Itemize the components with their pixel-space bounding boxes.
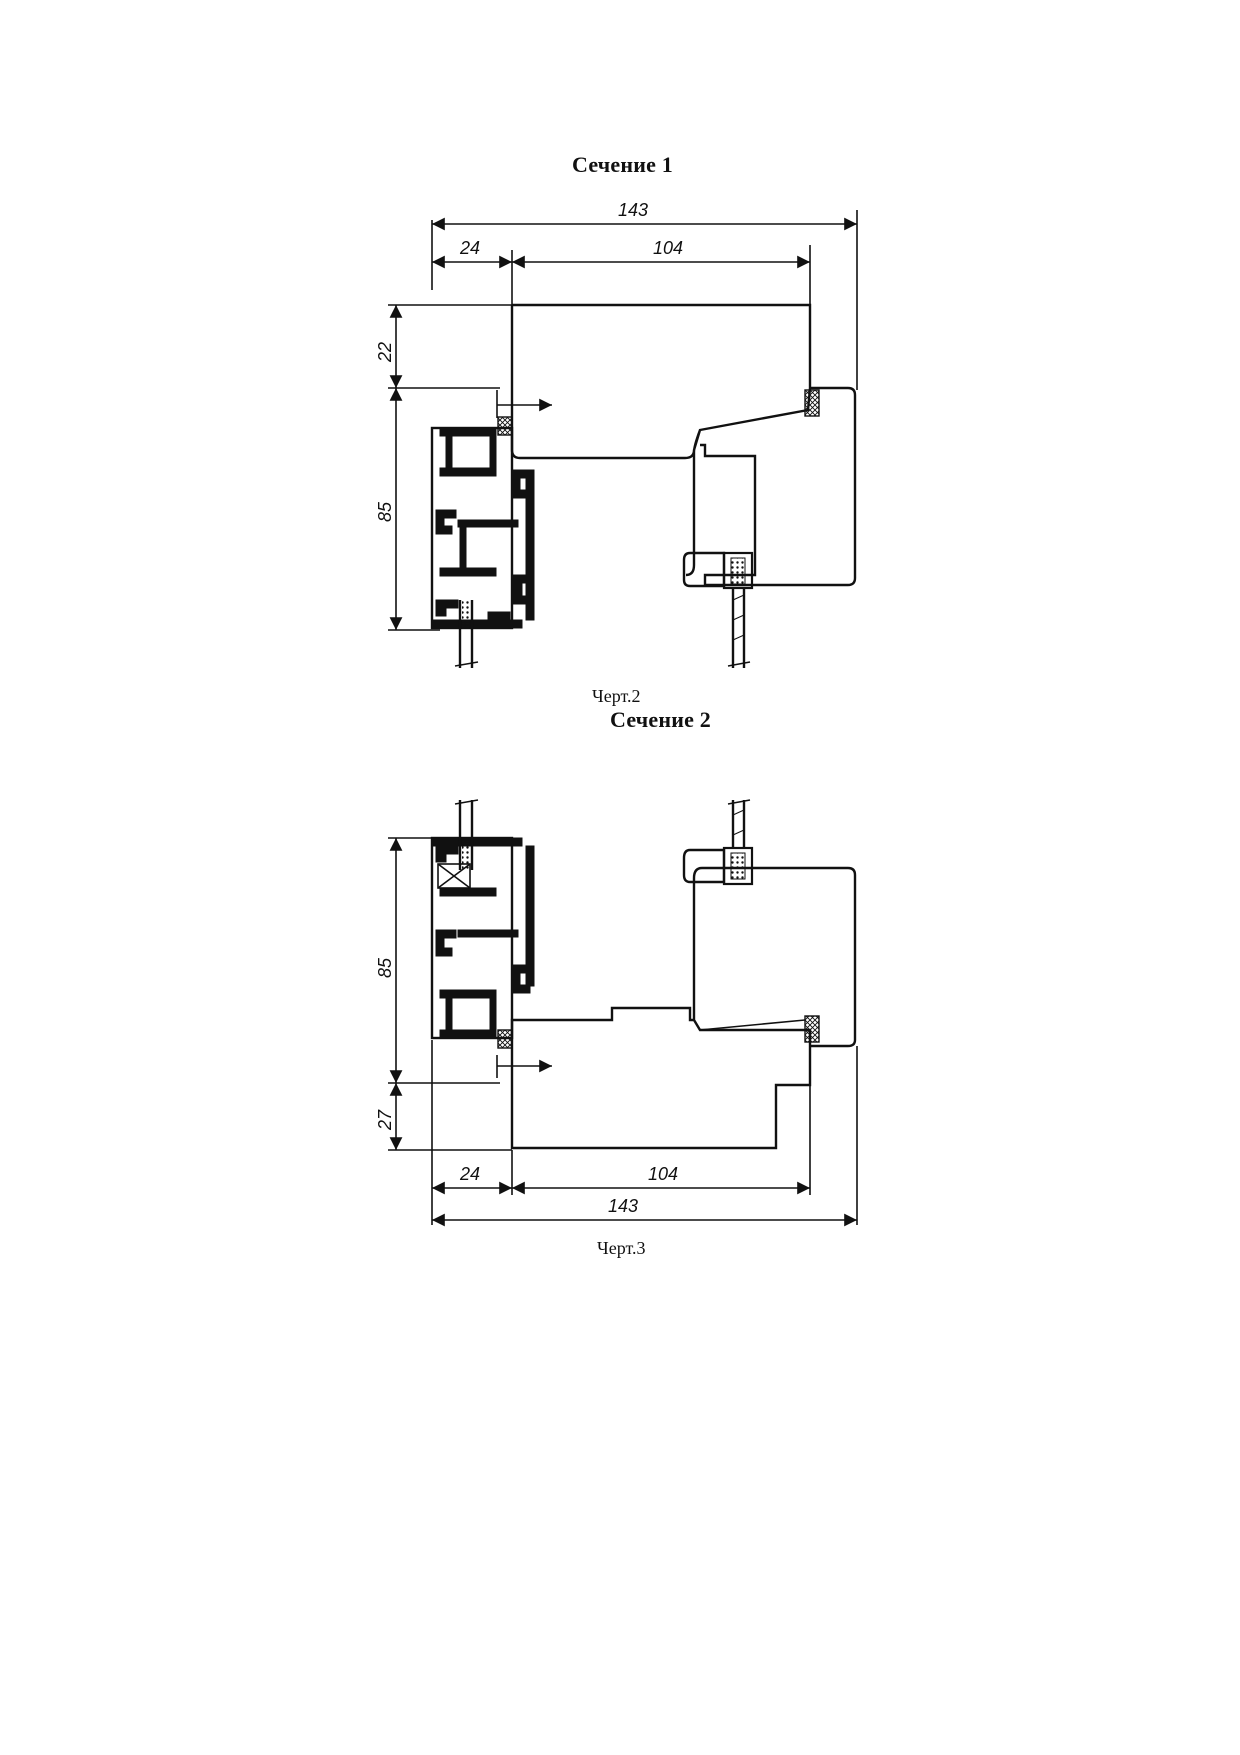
aluminium-profile-1 bbox=[430, 416, 535, 668]
dim-overall-width-2: 143 bbox=[431, 1196, 857, 1227]
drawing-3-caption: Черт.3 bbox=[597, 1238, 646, 1258]
aluminium-profile-2 bbox=[430, 799, 535, 1049]
frame-seal bbox=[804, 389, 820, 417]
dim-22-label: 22 bbox=[375, 342, 395, 363]
section-1-drawing: 143 24 104 22 85 bbox=[375, 200, 858, 668]
timber-frame-outline-2 bbox=[510, 866, 857, 1150]
dim-24-label: 24 bbox=[459, 238, 480, 258]
glass-spacer-2 bbox=[730, 852, 746, 880]
glass-pane-1 bbox=[727, 588, 751, 668]
dim-overall-width: 143 bbox=[431, 200, 858, 390]
dim-partial-widths: 24 104 bbox=[431, 238, 811, 390]
dim-27-label: 27 bbox=[375, 1109, 395, 1131]
dim-24-label-2: 24 bbox=[459, 1164, 480, 1184]
dim-heights: 22 85 bbox=[375, 304, 512, 631]
glass-seal-box bbox=[722, 551, 754, 590]
glass-pane-2 bbox=[727, 799, 751, 848]
glazing-bead-2 bbox=[682, 848, 726, 884]
drawing-2-caption: Черт.2 bbox=[592, 686, 641, 706]
glass-seal-box-2 bbox=[722, 846, 754, 886]
dim-143-label-2: 143 bbox=[608, 1196, 638, 1216]
glass-spacer bbox=[730, 557, 746, 585]
dim-partial-widths-2: 24 104 bbox=[431, 1040, 858, 1225]
glazing-bead bbox=[682, 551, 726, 588]
dim-104-label-2: 104 bbox=[648, 1164, 678, 1184]
dim-85-label: 85 bbox=[375, 501, 395, 522]
section-2-drawing: 85 27 24 104 143 bbox=[375, 799, 858, 1227]
timber-frame-outline bbox=[510, 303, 857, 587]
dim-104-label: 104 bbox=[653, 238, 683, 258]
frame-seal-2 bbox=[804, 1015, 820, 1043]
section-1-title: Сечение 1 bbox=[572, 152, 673, 177]
dim-143-label: 143 bbox=[618, 200, 648, 220]
dim-85-label-2: 85 bbox=[375, 957, 395, 978]
dim-heights-2: 85 27 bbox=[375, 837, 512, 1151]
section-2-title: Сечение 2 bbox=[610, 707, 711, 732]
